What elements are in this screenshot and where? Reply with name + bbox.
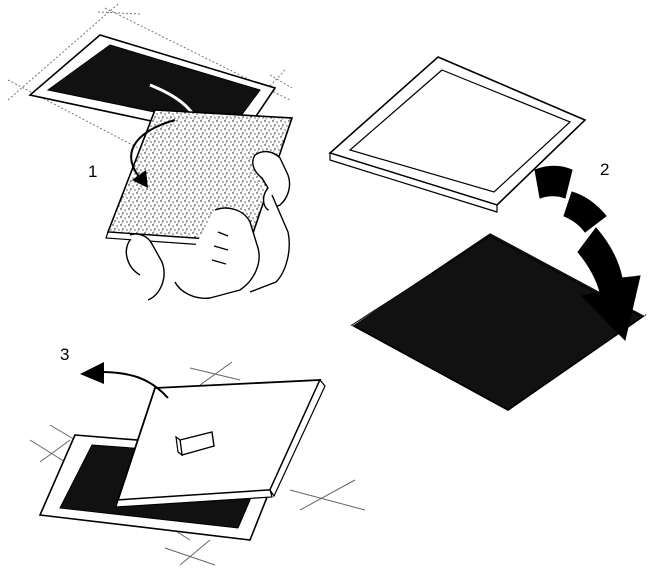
step-2-arrow: [534, 165, 641, 342]
frame-panel: [328, 56, 587, 213]
step-1-arrow: [130, 119, 176, 188]
step-3-group: 3: [29, 345, 366, 566]
hands-icon: [125, 150, 291, 301]
panel-being-inserted: [115, 378, 326, 508]
driver-box-icon: [175, 431, 215, 457]
step-3-label: 3: [60, 345, 69, 364]
dark-panel: [350, 230, 647, 411]
step-3-arrow: [80, 362, 169, 399]
step-1-group: 1: [7, 3, 294, 301]
step-2-group: 2: [328, 56, 647, 411]
step-2-label: 2: [600, 160, 609, 179]
step-1-label: 1: [88, 162, 97, 181]
